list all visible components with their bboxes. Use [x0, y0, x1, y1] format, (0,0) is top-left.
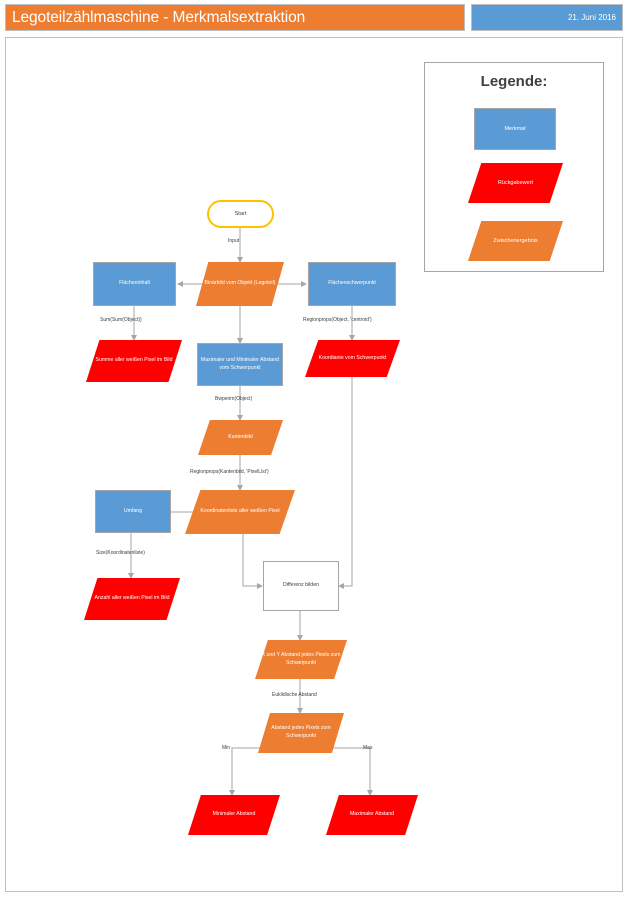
edge-label-max: Max	[363, 745, 373, 751]
page-title: Legoteilzählmaschine - Merkmalsextraktio…	[5, 4, 465, 31]
node-binaerbild[interactable]: Binärbild vom Objekt (Legoteil)	[196, 262, 284, 306]
header-bar: Legoteilzählmaschine - Merkmalsextraktio…	[5, 4, 623, 31]
node-koordiante-schwerpunkt[interactable]: Koordiante vom Schwerpunkt	[305, 340, 400, 377]
edge-label-min: Min	[222, 745, 231, 751]
node-abstand-jedes-pixels[interactable]: Abstand jedes Pixels zum Schwerpunkt	[258, 713, 344, 753]
legend-box: Legende: Merkmal Rückgabewert Zwischener…	[424, 62, 604, 272]
legend-item-zwischenergebnis: Zwischenergebnis	[468, 221, 563, 261]
legend-item-merkmal: Merkmal	[474, 108, 556, 150]
node-maximaler-abstand[interactable]: Maximaler Abstand	[326, 795, 418, 835]
legend-item-rueckgabewert: Rückgabewert	[468, 163, 563, 203]
edge-label-euklidisch: Euklidische Abstand	[272, 692, 317, 698]
header-date: 21. Juni 2016	[471, 4, 623, 31]
node-differenz-bilden[interactable]: Differenz bilden	[263, 561, 339, 611]
node-flaecheninhalt[interactable]: Flächeninhalt	[93, 262, 176, 306]
node-start[interactable]: Start	[207, 200, 274, 228]
node-umfang[interactable]: Umfang	[95, 490, 171, 533]
node-anzahl-weisse-pixel[interactable]: Anzahl aller weißen Pixel im Bild	[84, 578, 180, 620]
edge-label-size: Size(Koordinatenliste)	[96, 550, 145, 556]
node-summe-weisse-pixel[interactable]: Summe aller weißen Pixel im Bild	[86, 340, 182, 382]
node-flaechenschwerpunkt[interactable]: Flächenschwerpunkt	[308, 262, 396, 306]
node-minimaler-abstand[interactable]: Minimaler Abstand	[188, 795, 280, 835]
legend-title: Legende:	[480, 73, 548, 90]
edge-label-pixellist: Regionprops(Kantenbild, 'PixelList')	[190, 469, 269, 475]
edge-label-centroid: Regionprops(Object, 'centroid')	[303, 317, 372, 323]
node-max-min-abstand[interactable]: Maximaler und Minimaler Abstand vom Schw…	[197, 343, 283, 386]
edge-label-bwperim: Bwperim(Object)	[215, 396, 253, 402]
edge-label-sumsum: Sum(Sum(Object))	[100, 317, 142, 323]
node-kantenbild[interactable]: Kantenbild	[198, 420, 283, 455]
edge-label-input: Input	[228, 238, 240, 244]
node-koordinatenliste[interactable]: Koordinatenliste aller weißen Pixel	[185, 490, 295, 534]
node-xy-abstand[interactable]: X und Y Abstand jedes Pixels zum Schwerp…	[255, 640, 347, 679]
